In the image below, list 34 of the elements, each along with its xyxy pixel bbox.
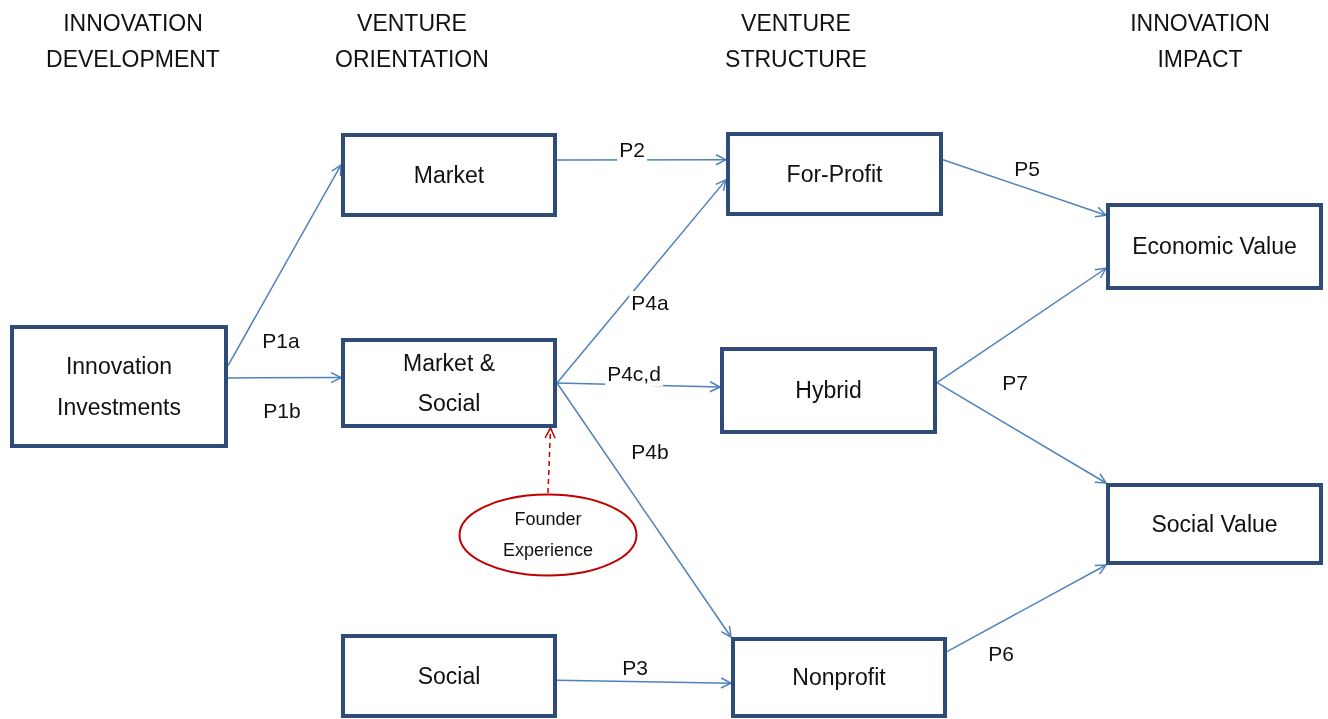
column-heading: VENTURE STRUCTURE: [724, 9, 868, 74]
concept-box: [726, 132, 943, 216]
column-heading: VENTURE ORIENTATION: [334, 9, 490, 74]
arrow: [936, 381, 1107, 484]
node-label: Founder Experience: [501, 508, 595, 562]
arrow: [936, 267, 1107, 384]
concept-box: [720, 347, 937, 434]
arrow: [942, 158, 1107, 218]
concept-box: [341, 338, 557, 428]
arrow: [556, 382, 732, 638]
factor-ellipse: [458, 493, 638, 577]
arrow: [227, 371, 342, 384]
node-label: Social: [416, 661, 482, 691]
node-label: Innovation Investments: [56, 352, 182, 422]
concept-box: [341, 634, 557, 718]
node-label: Hybrid: [794, 376, 863, 406]
arrow: [556, 179, 727, 384]
node-label: Social Value: [1150, 509, 1279, 539]
concept-box: [731, 637, 947, 718]
dashed-arrow: [544, 427, 556, 494]
node-label: Market: [412, 160, 486, 190]
arrow: [946, 564, 1107, 653]
column-heading: INNOVATION DEVELOPMENT: [45, 9, 221, 74]
node-label: Market & Social: [402, 348, 496, 418]
node-label: For-Profit: [785, 159, 884, 189]
concept-box: [1106, 483, 1323, 565]
column-heading: INNOVATION IMPACT: [1129, 9, 1271, 74]
concept-box: [1106, 203, 1323, 290]
node-label: Economic Value: [1131, 232, 1298, 262]
concept-box: [10, 325, 228, 448]
concept-box: [341, 133, 557, 217]
node-label: Nonprofit: [791, 663, 887, 693]
arrow: [556, 677, 732, 689]
arrow: [227, 164, 342, 367]
